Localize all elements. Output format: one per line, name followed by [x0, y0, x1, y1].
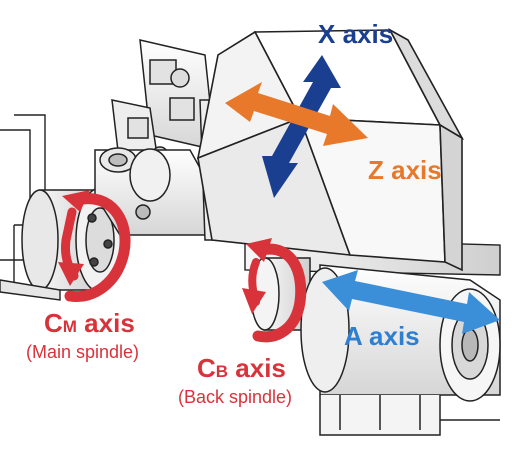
- cm-axis-letter: C: [44, 308, 63, 338]
- cm-axis-subscript: M: [62, 317, 77, 336]
- saddle-block: [196, 27, 465, 272]
- cb-rotation-arrow: [242, 238, 307, 343]
- x-axis-label: X axis: [318, 19, 394, 49]
- z-axis-label: Z axis: [368, 155, 442, 185]
- cb-axis-word: axis: [228, 353, 286, 383]
- a-axis-arrow: [322, 270, 500, 334]
- cb-axis-subscript: B: [215, 362, 229, 381]
- a-axis-label: A axis: [344, 321, 420, 351]
- cb-axis-letter: C: [197, 353, 216, 383]
- cm-axis-word: axis: [76, 308, 135, 338]
- cb-axis-caption: (Back spindle): [178, 387, 293, 407]
- x-axis-arrow: [262, 55, 341, 198]
- cb-axis-label: CB axis: [197, 355, 286, 381]
- cm-axis-caption: (Main spindle): [26, 342, 140, 362]
- cm-rotation-arrow: [58, 190, 131, 303]
- z-axis-arrow: [225, 82, 368, 146]
- cm-axis-label: CM axis: [44, 310, 135, 336]
